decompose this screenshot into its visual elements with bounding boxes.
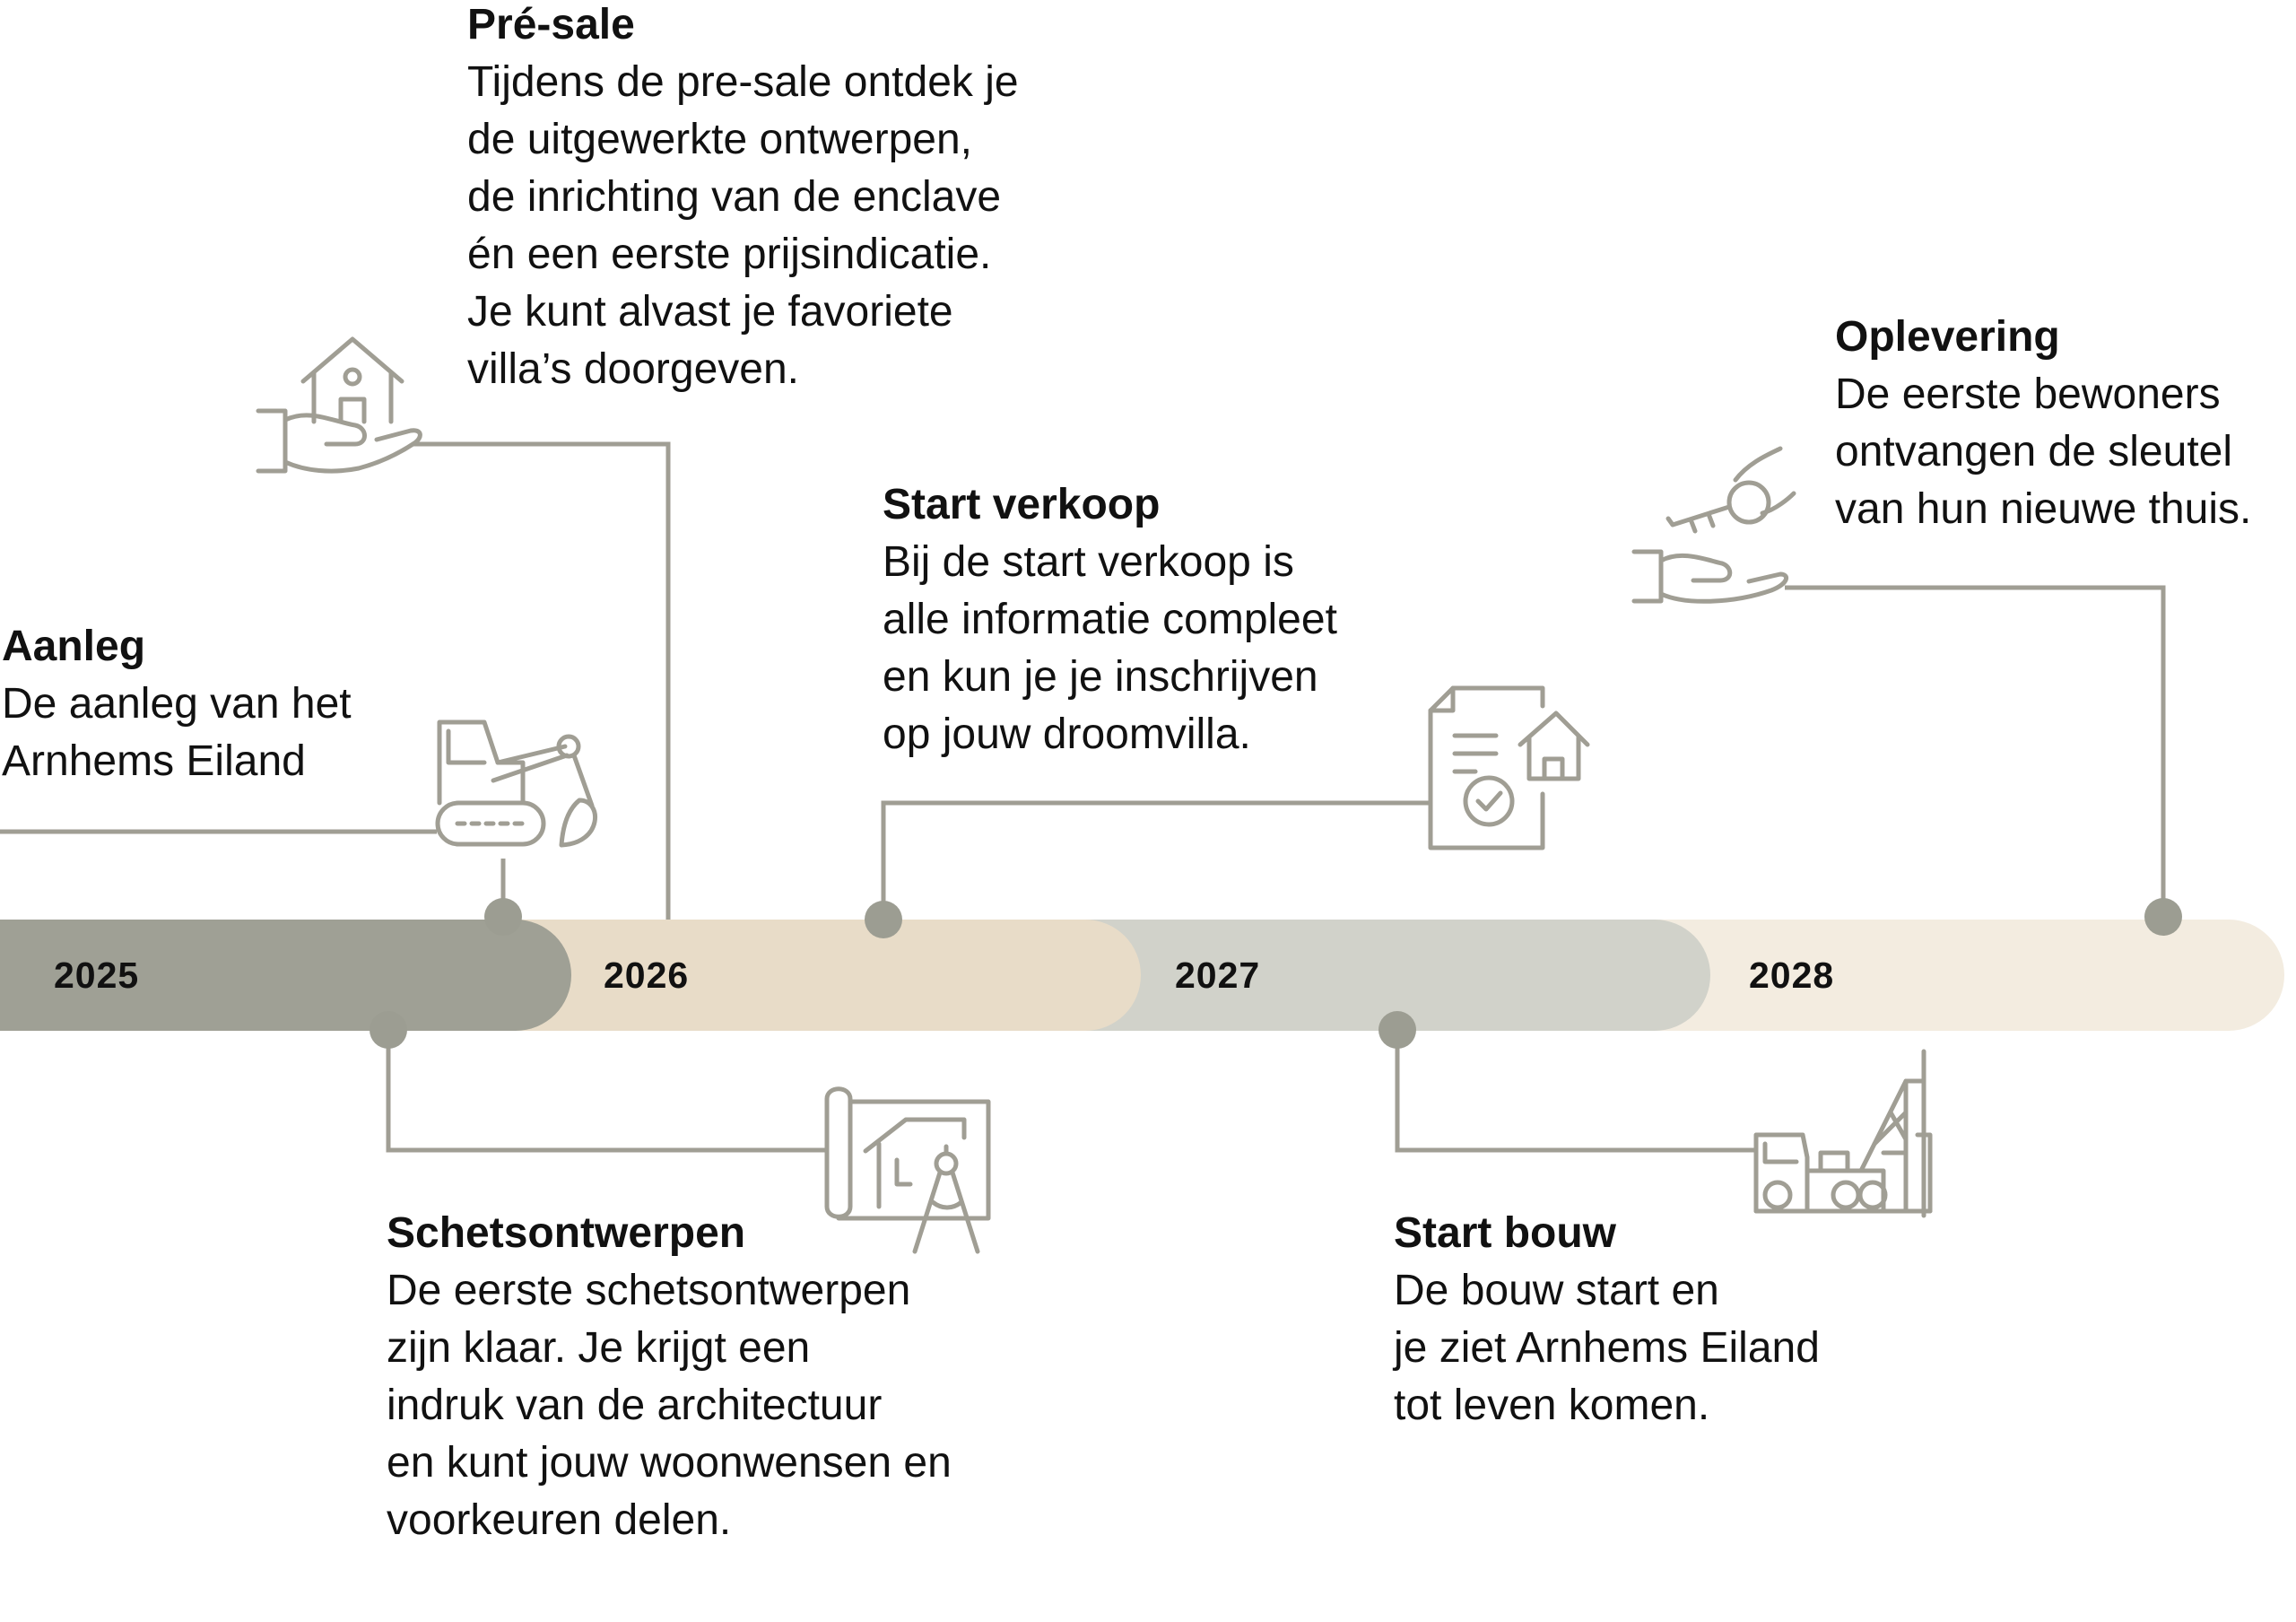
document-house-check-icon: [1428, 685, 1590, 850]
milestone-description-line: en kunt jouw woonwensen en: [387, 1439, 952, 1487]
connector-start-verkoop: [881, 800, 1429, 920]
milestone-description: De eerste bewoners ontvangen de sleutel va…: [1835, 366, 2251, 538]
milestone-description-line: tot leven komen.: [1394, 1382, 1710, 1429]
house-in-hand-icon: [256, 336, 422, 474]
marker-start-bouw: [1378, 1011, 1416, 1049]
marker-aanleg: [484, 898, 522, 936]
blueprint-compass-icon: [824, 1086, 991, 1254]
milestone-description: De eerste schetsontwerpen zijn klaar. Je …: [387, 1262, 952, 1549]
connector-pre-sale: [413, 441, 671, 920]
milestone-description-line: indruk van de architectuur: [387, 1382, 883, 1429]
connector-schetsontwerpen: [386, 1030, 825, 1153]
excavator-icon: [435, 719, 597, 848]
milestone-description-line: voorkeuren delen.: [387, 1496, 732, 1544]
milestone-description-line: De eerste schetsontwerpen: [387, 1267, 911, 1314]
milestone-description-line: De eerste bewoners: [1835, 371, 2221, 418]
milestone-title: Schetsontwerpen: [387, 1209, 746, 1257]
milestone-description-line: én een eerste prijsindicatie.: [467, 231, 992, 278]
milestone-description-line: villa’s doorgeven.: [467, 345, 800, 393]
connector-start-bouw: [1395, 1030, 1756, 1153]
milestone-description-line: De bouw start en: [1394, 1267, 1719, 1314]
milestone-description-line: Tijdens de pre-sale ontdek je: [467, 58, 1019, 106]
connector-oplevering: [1785, 585, 2166, 917]
milestone-title: Start verkoop: [883, 481, 1161, 528]
marker-oplevering: [2144, 898, 2182, 936]
milestone-title: Start bouw: [1394, 1209, 1616, 1257]
milestone-description: Tijdens de pre-sale ontdek je de uitgewer…: [467, 54, 1019, 398]
milestone-description-line: ontvangen de sleutel: [1835, 428, 2233, 475]
year-label-2027: 2027: [1175, 955, 1260, 996]
milestone-description-line: en kun je je inschrijven: [883, 653, 1318, 701]
milestone-description: Bij de start verkoop is alle informatie c…: [883, 534, 1337, 763]
marker-start-verkoop: [865, 901, 902, 938]
drilling-truck-icon: [1753, 1049, 1933, 1218]
milestone-pre-sale: Pré-sale Tijdens de pre-sale ontdek je de…: [467, 0, 1019, 398]
milestone-title: Pré-sale: [467, 1, 635, 48]
milestone-description-line: De aanleg van het: [2, 680, 352, 728]
year-band-2026: [511, 920, 1141, 1031]
milestone-start-verkoop: Start verkoop Bij de start verkoop is all…: [883, 476, 1337, 763]
milestone-description-line: op jouw droomvilla.: [883, 711, 1251, 758]
marker-schetsontwerpen: [370, 1011, 407, 1049]
milestone-description-line: Je kunt alvast je favoriete: [467, 288, 953, 336]
milestone-description-line: de inrichting van de enclave: [467, 173, 1002, 221]
milestone-title: Oplevering: [1835, 313, 2060, 361]
milestone-markers: [370, 898, 2182, 1049]
year-label-2026: 2026: [604, 955, 689, 996]
milestone-description-line: van hun nieuwe thuis.: [1835, 485, 2252, 533]
year-label-2028: 2028: [1749, 955, 1834, 996]
year-band-2028: [1650, 920, 2284, 1031]
milestone-description: De bouw start en je ziet Arnhems Eiland to…: [1394, 1262, 1820, 1435]
year-bands: [0, 920, 2284, 1031]
year-band-2025: [0, 920, 571, 1031]
milestone-description-line: Arnhems Eiland: [2, 737, 306, 785]
milestone-description-line: alle informatie compleet: [883, 596, 1337, 643]
milestone-oplevering: Oplevering De eerste bewoners ontvangen d…: [1835, 309, 2251, 538]
year-label-2025: 2025: [54, 955, 139, 996]
year-band-2027: [1081, 920, 1710, 1031]
milestone-description-line: Bij de start verkoop is: [883, 538, 1294, 586]
milestone-description-line: zijn klaar. Je krijgt een: [387, 1324, 811, 1372]
connector-lines: [0, 441, 2166, 1153]
key-handover-icon: [1631, 446, 1796, 604]
year-labels: 2025 2026 2027 2028: [54, 955, 1834, 996]
milestone-title: Aanleg: [2, 623, 146, 670]
milestone-description-line: je ziet Arnhems Eiland: [1394, 1324, 1820, 1372]
milestone-description-line: de uitgewerkte ontwerpen,: [467, 116, 973, 163]
milestone-schetsontwerpen: Schetsontwerpen De eerste schetsontwerpe…: [387, 1205, 952, 1549]
milestone-start-bouw: Start bouw De bouw start en je ziet Arnhe…: [1394, 1205, 1820, 1435]
